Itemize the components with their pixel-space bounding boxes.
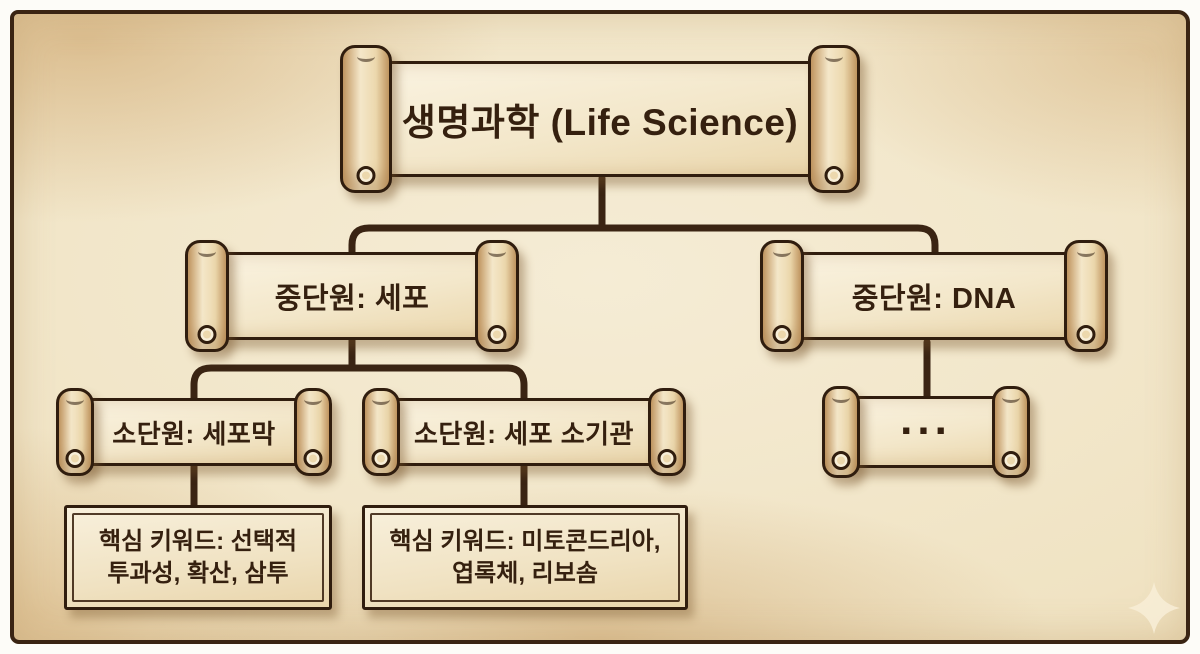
node-dna-more-label: ... bbox=[900, 395, 952, 444]
scroll-curl-left-icon bbox=[760, 240, 804, 352]
scroll-curl-right-icon bbox=[475, 240, 519, 352]
keywords-organelle-box: 핵심 키워드: 미토콘드리아, 엽록체, 리보솜 bbox=[362, 505, 688, 610]
scroll-curl-right-icon bbox=[294, 388, 332, 476]
sparkle-icon bbox=[1128, 582, 1180, 634]
keywords-line: 엽록체, 리보솜 bbox=[452, 559, 598, 587]
scroll-curl-left-icon bbox=[340, 45, 392, 193]
scroll-banner: 소단원: 세포 소기관 bbox=[381, 397, 667, 467]
scroll-banner: ... bbox=[841, 395, 1011, 468]
scroll-curl-left-icon bbox=[822, 386, 860, 478]
keywords-membrane-text: 핵심 키워드: 선택적 투과성, 확산, 삼투 bbox=[72, 513, 324, 602]
node-membrane-scroll: 소단원: 세포막 bbox=[56, 388, 332, 476]
node-dna-scroll: 중단원: DNA bbox=[760, 240, 1108, 352]
scroll-banner: 중단원: DNA bbox=[785, 252, 1083, 340]
node-organelle-scroll: 소단원: 세포 소기관 bbox=[362, 388, 686, 476]
scroll-banner: 중단원: 세포 bbox=[210, 252, 494, 340]
scroll-banner: 소단원: 세포막 bbox=[75, 397, 313, 467]
keywords-organelle-text: 핵심 키워드: 미토콘드리아, 엽록체, 리보솜 bbox=[370, 513, 680, 602]
node-cell-label: 중단원: 세포 bbox=[274, 283, 430, 315]
scroll-banner: 생명과학 (Life Science) bbox=[373, 61, 827, 177]
node-root-scroll: 생명과학 (Life Science) bbox=[340, 45, 860, 193]
scroll-curl-left-icon bbox=[362, 388, 400, 476]
keywords-line: 투과성, 확산, 삼투 bbox=[107, 559, 289, 587]
scroll-curl-right-icon bbox=[1064, 240, 1108, 352]
node-organelle-label: 소단원: 세포 소기관 bbox=[414, 418, 634, 449]
scroll-curl-right-icon bbox=[992, 386, 1030, 478]
node-dna-more-scroll: ... bbox=[822, 386, 1030, 478]
node-cell-scroll: 중단원: 세포 bbox=[185, 240, 519, 352]
keywords-membrane-box: 핵심 키워드: 선택적 투과성, 확산, 삼투 bbox=[64, 505, 332, 610]
scroll-curl-left-icon bbox=[56, 388, 94, 476]
node-root-label: 생명과학 (Life Science) bbox=[401, 102, 799, 143]
node-dna-label: 중단원: DNA bbox=[851, 283, 1017, 315]
keywords-line: 핵심 키워드: 선택적 bbox=[99, 528, 297, 556]
keywords-line: 핵심 키워드: 미토콘드리아, bbox=[389, 528, 661, 556]
node-membrane-label: 소단원: 세포막 bbox=[112, 418, 276, 449]
scroll-curl-right-icon bbox=[808, 45, 860, 193]
scroll-curl-left-icon bbox=[185, 240, 229, 352]
scroll-curl-right-icon bbox=[648, 388, 686, 476]
